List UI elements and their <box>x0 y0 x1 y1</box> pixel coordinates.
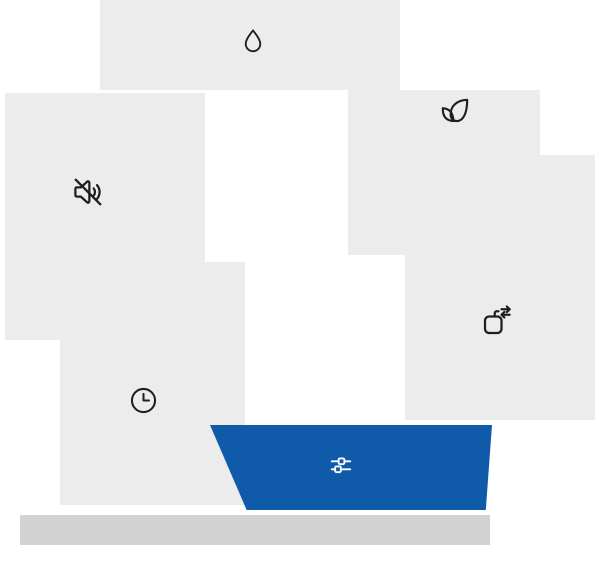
clock-tile <box>60 262 245 505</box>
bottom-bar <box>20 515 490 545</box>
sliders-icon <box>326 450 356 480</box>
plug-swap-icon <box>479 303 515 339</box>
settings-accent-tile[interactable] <box>210 425 492 510</box>
water-tile <box>100 0 400 90</box>
device-swap-tile <box>405 155 595 420</box>
clock-icon <box>127 384 160 417</box>
speaker-mute-icon <box>70 174 106 210</box>
water-drop-icon <box>238 27 268 57</box>
leaf-icon <box>438 95 472 129</box>
